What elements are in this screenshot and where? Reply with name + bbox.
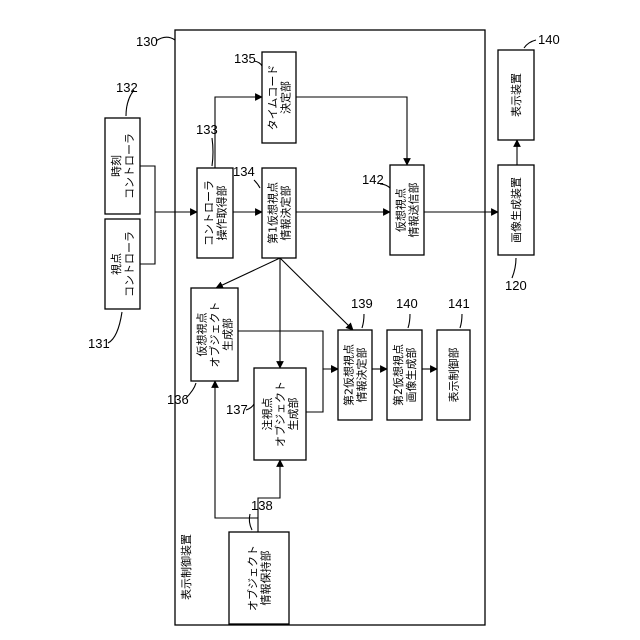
- time-controller: 時刻コントローラ: [105, 118, 140, 214]
- virtual-viewpoint-object-generation-unit-label-line-1: 仮想視点: [195, 313, 209, 357]
- conn-136-to-139: [238, 331, 338, 369]
- viewpoint-controller-label-line-2: コントローラ: [123, 231, 136, 297]
- ref-138: 138: [251, 498, 273, 513]
- conn-133-to-135: [215, 97, 262, 168]
- first-virtual-viewpoint-info-determination-unit: 第1仮想視点情報決定部: [262, 168, 296, 258]
- leader-139: [362, 314, 364, 328]
- image-generation-device: 画像生成装置: [498, 165, 534, 255]
- gazepoint-object-generation-unit: 注視点オブジェクト生成部: [254, 368, 306, 460]
- virtual-viewpoint-info-transmission-unit-label-line-1: 仮想視点: [394, 188, 408, 232]
- conn-132: [140, 166, 155, 212]
- display-control-unit: 表示制御部: [437, 330, 470, 420]
- time-controller-label-line-2: コントローラ: [123, 133, 136, 199]
- object-info-holding-unit: オブジェクト情報保持部: [229, 532, 289, 624]
- second-virtual-viewpoint-info-determination-unit-label-line-1: 第2仮想視点: [342, 344, 356, 406]
- conn-134-to-139: [280, 258, 353, 330]
- ref-131: 131: [88, 336, 110, 351]
- leader-120: [512, 258, 516, 278]
- ref-130: 130: [136, 34, 158, 49]
- display-device-label-line-1: 表示装置: [509, 73, 523, 117]
- display-control-device-title: 表示制御装置: [179, 534, 193, 600]
- ref-141: 141: [448, 296, 470, 311]
- ref-140b: 140: [538, 32, 560, 47]
- timecode-determination-unit-label-line-2: 決定部: [279, 81, 293, 114]
- second-virtual-viewpoint-info-determination-unit-label-line-2: 情報決定部: [355, 348, 369, 403]
- timecode-determination-unit-label-line-1: タイムコード: [267, 65, 280, 131]
- conn-131: [140, 212, 155, 264]
- second-virtual-viewpoint-image-generation-unit-label-line-1: 第2仮想視点: [391, 344, 405, 406]
- leader-134: [254, 180, 260, 188]
- ref-133: 133: [196, 122, 218, 137]
- leader-130: [156, 37, 175, 41]
- timecode-determination-unit: タイムコード決定部: [262, 52, 296, 143]
- leader-138: [249, 514, 252, 530]
- second-virtual-viewpoint-image-generation-unit: 第2仮想視点画像生成部: [387, 330, 422, 420]
- leader-140a: [408, 314, 410, 328]
- conn-135-to-142: [296, 97, 407, 165]
- gazepoint-object-generation-unit-label-line-1: 注視点: [260, 398, 274, 431]
- object-info-holding-unit-label-line-1: オブジェクト: [246, 545, 260, 611]
- virtual-viewpoint-object-generation-unit-label-line-3: 生成部: [221, 318, 235, 351]
- ref-134: 134: [233, 164, 255, 179]
- leader-131: [108, 312, 122, 343]
- conn-137-to-139: [306, 369, 338, 412]
- first-virtual-viewpoint-info-determination-unit-label-line-2: 情報決定部: [279, 186, 293, 241]
- controller-operation-acquisition-unit-label-line-2: 操作取得部: [215, 186, 229, 241]
- image-generation-device-label-line-1: 画像生成装置: [509, 177, 523, 243]
- controller-operation-acquisition-unit: コントローラ操作取得部: [197, 168, 233, 258]
- virtual-viewpoint-object-generation-unit: 仮想視点オブジェクト生成部: [191, 288, 238, 381]
- display-control-unit-label-line-1: 表示制御部: [447, 348, 461, 403]
- second-virtual-viewpoint-image-generation-unit-label-line-2: 画像生成部: [404, 348, 418, 403]
- viewpoint-controller: 視点コントローラ: [105, 219, 140, 309]
- leader-136: [186, 383, 196, 398]
- virtual-viewpoint-info-transmission-unit-label-line-2: 情報送信部: [407, 183, 421, 238]
- time-controller-label-line-1: 時刻: [109, 155, 123, 177]
- ref-136: 136: [167, 392, 189, 407]
- leader-140b: [524, 40, 536, 48]
- second-virtual-viewpoint-info-determination-unit: 第2仮想視点情報決定部: [338, 330, 372, 420]
- leader-133: [212, 138, 213, 166]
- ref-132: 132: [116, 80, 138, 95]
- display-device: 表示装置: [498, 50, 534, 140]
- ref-135: 135: [234, 51, 256, 66]
- virtual-viewpoint-object-generation-unit-label-line-2: オブジェクト: [208, 302, 222, 368]
- first-virtual-viewpoint-info-determination-unit-label-line-1: 第1仮想視点: [266, 182, 280, 244]
- ref-139: 139: [351, 296, 373, 311]
- ref-120: 120: [505, 278, 527, 293]
- ref-142: 142: [362, 172, 384, 187]
- ref-140a: 140: [396, 296, 418, 311]
- virtual-viewpoint-info-transmission-unit: 仮想視点情報送信部: [390, 165, 424, 255]
- viewpoint-controller-label-line-1: 視点: [109, 253, 123, 275]
- controller-operation-acquisition-unit-label-line-1: コントローラ: [203, 180, 216, 246]
- object-info-holding-unit-label-line-2: 情報保持部: [259, 551, 273, 606]
- leader-141: [460, 314, 462, 328]
- ref-137: 137: [226, 402, 248, 417]
- conn-134-to-136: [216, 258, 280, 288]
- gazepoint-object-generation-unit-label-line-2: オブジェクト: [273, 381, 287, 447]
- gazepoint-object-generation-unit-label-line-3: 生成部: [286, 398, 300, 431]
